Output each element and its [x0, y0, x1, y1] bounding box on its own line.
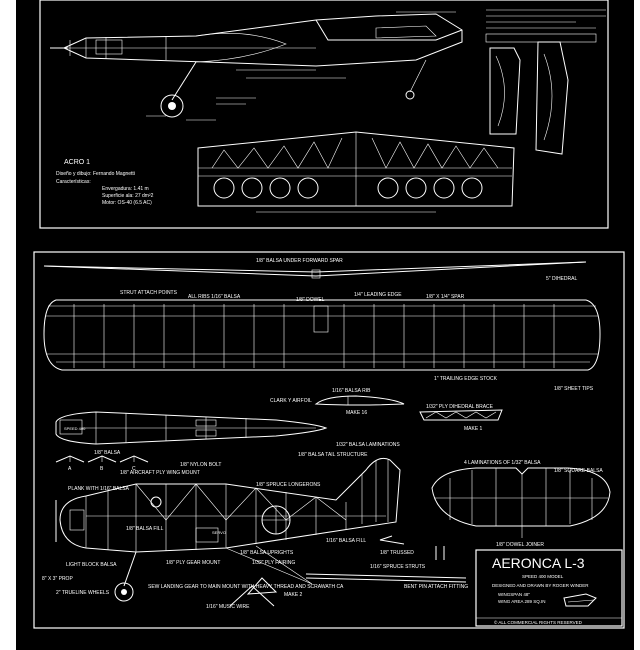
- aeronca-struts: [229, 546, 467, 607]
- acro-plan-frame: [39, 0, 609, 229]
- aeronca-dihedral-view: [43, 261, 587, 279]
- aeronca-wingspan: WINGSPAN 48": [498, 592, 530, 597]
- label-dowel: 1/8" DOWEL: [296, 297, 325, 303]
- label-balsa-sq: 1/8" BALSA: [94, 450, 121, 456]
- acro-spec-span: Envergadura: 1.41 m: [102, 186, 149, 192]
- label-four-laminations: 4 LAMINATIONS OF 1/32" BALSA: [464, 460, 541, 466]
- label-all-ribs: ALL RIBS 1/16" BALSA: [188, 294, 241, 300]
- label-balsa-fill: 1/8" BALSA FILL: [126, 526, 164, 532]
- label-spruce-longerons: 1/8" SPRUCE LONGERONS: [256, 482, 321, 488]
- aeronca-wing-ribs: [73, 304, 555, 368]
- aeronca-wing-planform: [43, 299, 601, 371]
- label-make-2: MAKE 2: [284, 592, 303, 598]
- aeronca-stabilizer: [431, 467, 611, 538]
- label-make-16: MAKE 16: [346, 410, 367, 416]
- label-nylon-bolt: 1/8" NYLON BOLT: [180, 462, 221, 468]
- aeronca-wing-area: WING AREA 289 SQ.IN: [498, 599, 546, 604]
- aeronca-logo: [563, 593, 597, 607]
- label-sheet-tips: 1/8" SHEET TIPS: [554, 386, 594, 392]
- label-trailing-edge: 1" TRAILING EDGE STOCK: [434, 376, 498, 382]
- aeronca-fuselage-top: [55, 411, 328, 445]
- acro-title: ACRO 1: [64, 159, 90, 166]
- label-balsa-rib: 1/16" BALSA RIB: [332, 388, 371, 394]
- label-dihedral: 5" DIHEDRAL: [546, 276, 577, 282]
- acro-wing-planform: [197, 131, 515, 213]
- label-prop: 8" X 3" PROP: [42, 576, 73, 582]
- label-pin-fitting: BENT PIN ATTACH FITTING: [404, 584, 468, 590]
- label-balsa-tail: 1/8" BALSA TAIL STRUCTURE: [298, 452, 368, 458]
- label-leading-edge: 1/4" LEADING EDGE: [354, 292, 402, 298]
- label-music-wire: 1/16" MUSIC WIRE: [206, 604, 250, 610]
- dihedral-brace: [419, 409, 503, 421]
- acro-characteristics-label: Características:: [56, 179, 91, 185]
- label-ply-gear: 1/8" PLY GEAR MOUNT: [166, 560, 220, 566]
- aeronca-title-block: [475, 549, 623, 627]
- label-spruce-struts: 1/16" SPRUCE STRUTS: [370, 564, 426, 570]
- section-a-label: A: [68, 466, 72, 472]
- label-dowel-joiner: 1/8" DOWEL JOINER: [496, 542, 544, 548]
- acro-spec-motor: Motor: OS-40 (6.5 AC): [102, 200, 152, 206]
- aeronca-title: AERONCA L-3: [492, 555, 585, 571]
- label-balsa-uprights: 1/8" BALSA UPRIGHTS: [240, 550, 294, 556]
- section-c-label: C: [132, 466, 136, 472]
- acro-tail-pieces: [485, 9, 606, 155]
- rib-airfoil: [314, 395, 405, 406]
- acro-landing-gear: [160, 59, 427, 118]
- aeronca-rights: © ALL COMMERCIAL RIGHTS RESERVED: [494, 619, 583, 625]
- acro-credit: Diseño y dibujo: Fernando Magnetti: [56, 171, 135, 177]
- label-clark-y: CLARK Y AIRFOIL: [270, 398, 312, 404]
- acro-fuselage-side: [50, 13, 463, 67]
- label-balsa-fill-2: 1/16" BALSA FILL: [326, 538, 366, 544]
- label-spar-top: 1/8" BALSA UNDER FORWARD SPAR: [256, 258, 343, 264]
- aeronca-prop-gear: [55, 500, 313, 602]
- fuselage-sections: [55, 455, 149, 463]
- label-light-block: LIGHT BLOCK BALSA: [66, 562, 117, 568]
- label-ply-dihedral: 1/32" PLY DIHEDRAL BRACE: [426, 404, 494, 410]
- label-balsa-laminations: 1/32" BALSA LAMINATIONS: [336, 442, 400, 448]
- servo-label: SERVO: [212, 530, 226, 535]
- label-trussed: 1/8" TRUSSED: [380, 550, 414, 556]
- aeronca-tail-side: [379, 535, 405, 545]
- label-plank: PLANK WITH 1/16" BALSA: [68, 486, 130, 492]
- aeronca-fuselage-side: [59, 457, 401, 553]
- acro-callouts: [146, 11, 456, 121]
- label-speed: SPEED 400: [64, 426, 86, 431]
- section-b-label: B: [100, 466, 104, 472]
- label-ply-fairing: 1/32" PLY FAIRING: [252, 560, 295, 566]
- blueprint-sheet: ACRO 1 Diseño y dibujo: Fernando Magnett…: [16, 0, 634, 650]
- label-strut-attach: STRUT ATTACH POINTS: [120, 290, 178, 296]
- blueprint-drawing: ACRO 1 Diseño y dibujo: Fernando Magnett…: [33, 0, 625, 629]
- acro-spec-area: Superficie ala: 27 dm²2: [102, 193, 154, 199]
- wing-center-joiner: [313, 305, 329, 333]
- label-spar: 1/8" X 1/4" SPAR: [426, 294, 465, 300]
- aeronca-subtitle: SPEED 400 MODEL: [522, 574, 564, 579]
- aeronca-designer: DESIGNED AND DRAWN BY ROGER WINDER: [492, 583, 589, 588]
- label-landing-gear: SEW LANDING GEAR TO MAIN MOUNT WITH HEAV…: [148, 584, 344, 590]
- label-make-1: MAKE 1: [464, 426, 483, 432]
- aeronca-plan-frame: [33, 251, 625, 629]
- label-aircraft-ply: 1/8" AIRCRAFT PLY WING MOUNT: [120, 470, 200, 476]
- label-wheels: 2" TRUELINE WHEELS: [56, 590, 110, 596]
- label-square-balsa: 1/8" SQUARE BALSA: [554, 468, 603, 474]
